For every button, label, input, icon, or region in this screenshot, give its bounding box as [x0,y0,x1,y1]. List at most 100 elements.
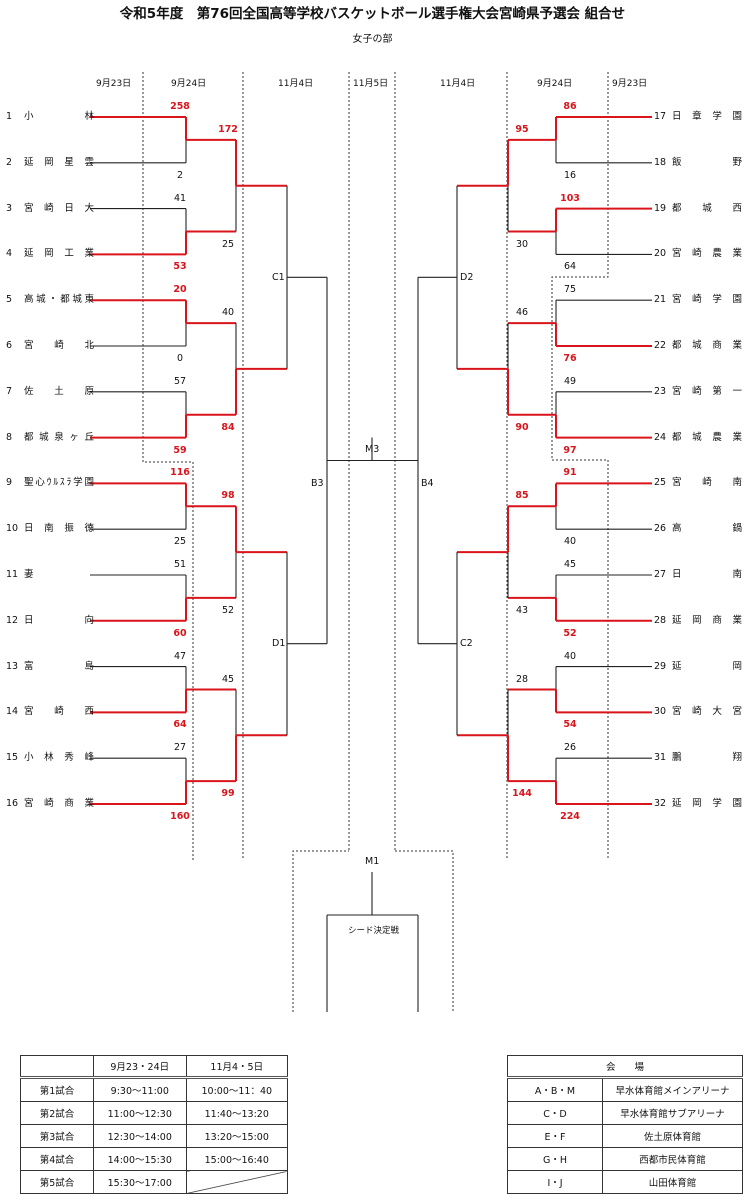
team-name: 日南 [672,569,742,580]
score-label: 64 [173,719,187,731]
team-entry: 9 聖心ｳﾙｽﾗ学園 [6,476,94,490]
team-name: 都城西 [672,202,742,214]
team-number: 30 [654,706,667,718]
team-number: 19 [654,202,667,214]
team-number: 9 [6,477,13,489]
schedule-cell: 10:00～11：40 [185,1077,289,1102]
team-name: 鵬翔 [672,752,742,764]
match-label-b3: B3 [311,478,324,489]
date-center: 11月5日 [353,79,389,89]
date-right-round3: 11月4日 [440,79,476,89]
score-label: 16 [563,169,577,181]
score-label: 54 [563,719,577,731]
team-name: 宮崎西 [24,706,94,718]
team-number: 14 [6,706,19,718]
team-entry: 23 宮崎第一 [654,385,742,399]
date-divider [395,850,454,1012]
match-label-b4: B4 [421,478,434,489]
date-left-round2: 9月24日 [171,79,207,89]
schedule-table: 9月23・24日 11月4・5日 第1試合 9:30～11:00 10:00～1… [20,1055,289,1194]
team-number: 6 [6,340,13,351]
venue-row: G・H 西都市民体育館 [507,1147,743,1171]
team-number: 31 [654,752,667,764]
venue-code: C・D [507,1101,603,1125]
venue-table: 会 場 A・B・M 早水体育館メインアリーナ C・D 早水体育館サブアリーナ E… [507,1055,743,1194]
score-label: 64 [563,261,577,273]
date-left-round3: 11月4日 [278,79,314,89]
team-number: 24 [654,431,667,443]
team-name: 富島 [24,660,94,672]
team-entry: 19 都城西 [654,202,742,216]
team-number: 13 [6,660,19,672]
team-name: 宮崎第一 [672,385,742,397]
schedule-cell: 9:30～11:00 [93,1077,187,1102]
team-entry: 14 宮崎西 [6,705,94,719]
team-entry: 32 延岡学園 [654,797,742,811]
team-entry: 15 小林秀峰 [6,751,94,765]
team-name: 都城泉ヶ丘 [24,431,94,443]
team-number: 22 [654,340,667,351]
team-number: 23 [654,385,667,397]
score-label: 47 [173,650,187,662]
schedule-row: 第1試合 9:30～11:00 10:00～11：40 [20,1077,289,1102]
score-label: 76 [563,353,577,364]
team-number: 12 [6,614,19,626]
team-name: 聖心ｳﾙｽﾗ学園 [24,477,94,489]
team-number: 32 [654,798,667,809]
team-number: 16 [6,798,19,809]
venue-name: 早水体育館メインアリーナ [602,1077,743,1102]
team-name: 延岡星雲 [24,156,94,168]
score-label: 258 [170,101,190,112]
score-label: 41 [173,192,187,204]
team-name: 小林秀峰 [24,752,94,764]
match-label-c1: C1 [272,272,285,283]
date-right-round1: 9月23日 [612,79,648,89]
team-name: 高鍋 [672,523,742,535]
venue-code: E・F [507,1124,603,1148]
venue-code: I・J [507,1170,603,1194]
date-right-round2: 9月24日 [537,79,573,89]
team-name: 小林 [24,111,94,122]
schedule-row: 第2試合 11:00～12:30 11:40～13:20 [20,1101,289,1125]
date-left-round1: 9月23日 [96,79,132,89]
score-label: 26 [563,742,577,754]
score-label: 99 [221,788,235,800]
team-name: 宮崎大宮 [672,706,742,718]
team-number: 3 [6,202,13,214]
team-number: 29 [654,660,667,672]
score-label: 86 [563,101,577,112]
score-label: 95 [515,123,529,135]
score-label: 103 [560,192,580,204]
score-label: 97 [563,444,577,456]
venue-row: A・B・M 早水体育館メインアリーナ [507,1077,743,1102]
team-name: 延岡学園 [672,798,742,809]
score-label: 27 [173,742,187,754]
venue-header-row: 会 場 [507,1055,743,1079]
team-number: 28 [654,614,667,626]
team-name: 延岡工業 [24,248,94,260]
score-label: 60 [173,627,187,639]
team-entry: 13 富島 [6,660,94,674]
schedule-cell: 15:30～17:00 [93,1170,187,1194]
schedule-cell: 11:00～12:30 [93,1101,187,1125]
venue-name: 山田体育館 [602,1170,743,1194]
team-entry: 30 宮崎大宮 [654,705,742,719]
team-name: 宮崎農業 [672,248,742,260]
team-name: 飯野 [672,156,742,168]
schedule-header-cell [20,1055,94,1079]
team-number: 15 [6,752,19,764]
score-label: 91 [563,467,577,479]
schedule-header-row: 9月23・24日 11月4・5日 [20,1055,289,1079]
match-label-d2: D2 [460,272,474,283]
score-label: 53 [173,261,187,273]
team-number: 2 [6,156,13,168]
